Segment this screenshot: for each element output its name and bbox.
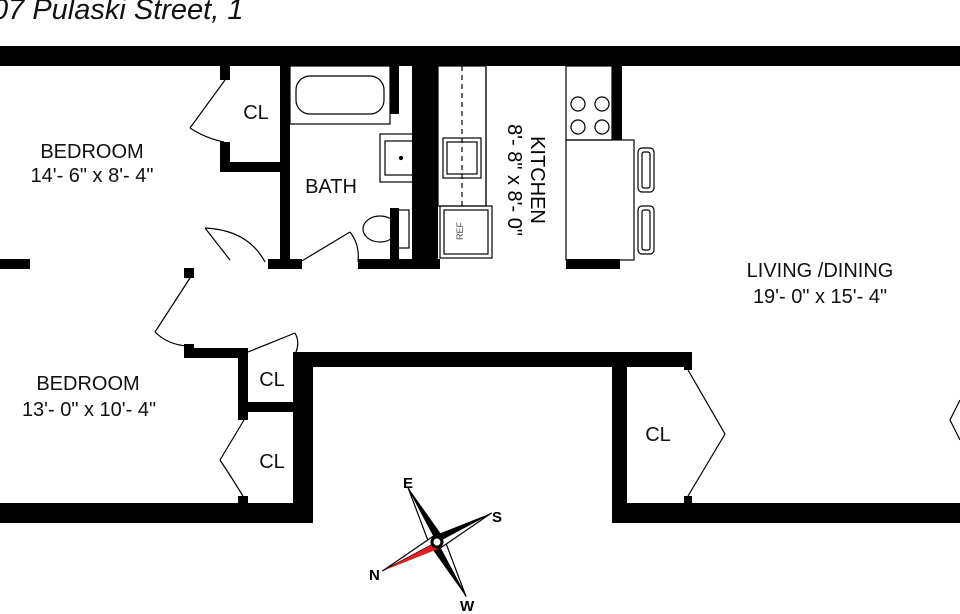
bar-stools	[637, 147, 655, 255]
closet-label-2: CL	[259, 369, 285, 391]
exterior-walls	[0, 46, 960, 523]
interior-walls	[0, 66, 692, 522]
kitchen-name: KITCHEN	[526, 136, 548, 224]
refrigerator	[439, 205, 493, 259]
plan-title: 07 Pulaski Street, 1	[0, 0, 244, 26]
compass-rose	[381, 486, 493, 598]
kitchen-counter	[437, 65, 487, 207]
stove	[565, 65, 613, 141]
closet-label-4: CL	[645, 424, 671, 446]
bath-name: BATH	[305, 176, 357, 198]
bathtub	[289, 65, 391, 125]
bedroom-2-name: BEDROOM	[36, 373, 140, 395]
closet-label-3: CL	[259, 451, 285, 473]
kitchen-label: KITCHEN 8'- 8" x 8'- 0"	[500, 110, 550, 250]
bedroom-2-size: 13'- 0" x 10'- 4"	[21, 399, 157, 421]
kitchen-size: 8'- 8" x 8'- 0"	[503, 124, 525, 236]
north-needle	[382, 542, 441, 572]
living-dining-size: 19'- 0" x 15'- 4"	[752, 286, 888, 308]
bath-sink	[379, 133, 419, 183]
closet-label-1: CL	[243, 102, 269, 124]
peninsula-counter	[565, 139, 635, 261]
compass-label-e: E	[403, 475, 413, 492]
living-dining-name: LIVING /DINING	[746, 260, 894, 282]
bedroom-1-name: BEDROOM	[40, 141, 144, 163]
door-swings	[154, 79, 960, 497]
bedroom-1-size: 14'- 6" x 8'- 4"	[30, 165, 154, 187]
compass-label-s: S	[492, 509, 502, 526]
compass-label-n: N	[369, 567, 380, 584]
toilet	[362, 209, 410, 249]
compass-label-w: W	[460, 598, 475, 614]
refrigerator-label: REF	[455, 221, 465, 240]
